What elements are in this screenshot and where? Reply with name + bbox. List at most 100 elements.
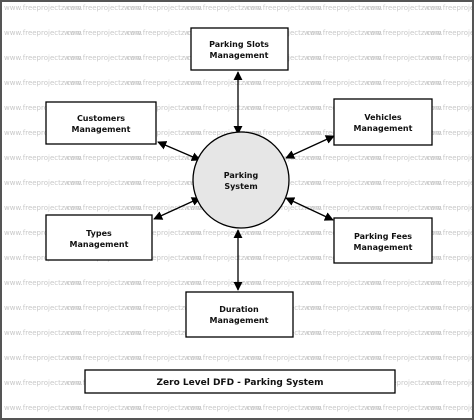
watermark-text: www.freeprojectz.com xyxy=(424,154,472,162)
watermark-text: www.freeprojectz.com xyxy=(124,179,202,187)
watermark-text: www.freeprojectz.com xyxy=(64,154,142,162)
watermark-text: www.freeprojectz.com xyxy=(364,354,442,362)
watermark-text: www.freeprojectz.com xyxy=(64,79,142,87)
watermark-text: www.freeprojectz.com xyxy=(64,29,142,37)
watermark-text: www.freeprojectz.com xyxy=(124,329,202,337)
watermark-text: www.freeprojectz.com xyxy=(304,179,382,187)
watermark-text: www.freeprojectz.com xyxy=(424,404,472,412)
watermark-text: www.freeprojectz.com xyxy=(64,354,142,362)
entity-label-line-1: Customers xyxy=(77,114,125,123)
watermark-text: www.freeprojectz.com xyxy=(424,254,472,262)
entity-types: Types Management xyxy=(45,214,153,261)
watermark-text: www.freeprojectz.com xyxy=(64,4,142,12)
watermark-text: www.freeprojectz.com xyxy=(244,279,322,287)
watermark-text: www.freeprojectz.com xyxy=(304,204,382,212)
watermark-text: www.freeprojectz.com xyxy=(244,404,322,412)
watermark-text: www.freeprojectz.com xyxy=(424,229,472,237)
watermark-text: www.freeprojectz.com xyxy=(424,329,472,337)
watermark-text: www.freeprojectz.com xyxy=(304,329,382,337)
watermark-text: www.freeprojectz.com xyxy=(364,79,442,87)
entity-parking-slots: Parking Slots Management xyxy=(190,27,289,71)
watermark-text: www.freeprojectz.com xyxy=(244,229,322,237)
watermark-text: www.freeprojectz.com xyxy=(184,404,262,412)
watermark-text: www.freeprojectz.com xyxy=(124,4,202,12)
watermark-text: www.freeprojectz.com xyxy=(4,229,82,237)
watermark-text: www.freeprojectz.com xyxy=(124,104,202,112)
watermark-text: www.freeprojectz.com xyxy=(424,4,472,12)
watermark-text: www.freeprojectz.com xyxy=(64,279,142,287)
watermark-text: www.freeprojectz.com xyxy=(4,104,82,112)
watermark-text: www.freeprojectz.com xyxy=(304,304,382,312)
entity-customers: Customers Management xyxy=(45,101,157,145)
watermark-text: www.freeprojectz.com xyxy=(364,179,442,187)
watermark-text: www.freeprojectz.com xyxy=(184,4,262,12)
watermark-text: www.freeprojectz.com xyxy=(364,54,442,62)
watermark-text: www.freeprojectz.com xyxy=(4,354,82,362)
watermark-text: www.freeprojectz.com xyxy=(184,104,262,112)
watermark-text: www.freeprojectz.com xyxy=(184,354,262,362)
caption-label: Zero Level DFD - Parking System xyxy=(157,378,324,388)
entity-box xyxy=(190,27,289,71)
watermark-text: www.freeprojectz.com xyxy=(424,79,472,87)
watermark-text: www.freeprojectz.com xyxy=(424,29,472,37)
watermark-text: www.freeprojectz.com xyxy=(304,29,382,37)
watermark-text: www.freeprojectz.com xyxy=(124,29,202,37)
watermark-text: www.freeprojectz.com xyxy=(364,304,442,312)
entity-label-line-1: Parking Slots xyxy=(209,40,269,49)
flow-customers xyxy=(157,141,201,161)
watermark-text: www.freeprojectz.com xyxy=(4,204,82,212)
watermark-text: www.freeprojectz.com xyxy=(124,354,202,362)
watermark-text: www.freeprojectz.com xyxy=(364,204,442,212)
watermark-text: www.freeprojectz.com xyxy=(64,304,142,312)
entity-box xyxy=(333,217,433,264)
entity-label-line-2: Management xyxy=(210,51,269,60)
watermark-text: www.freeprojectz.com xyxy=(4,304,82,312)
watermark-text: www.freeprojectz.com xyxy=(124,279,202,287)
watermark-text: www.freeprojectz.com xyxy=(4,79,82,87)
caption-box xyxy=(84,369,396,394)
watermark-text: www.freeprojectz.com xyxy=(4,154,82,162)
flow-types xyxy=(153,197,201,220)
watermark-text: www.freeprojectz.com xyxy=(4,129,82,137)
watermark-text: www.freeprojectz.com xyxy=(304,404,382,412)
watermark-text: www.freeprojectz.com xyxy=(364,404,442,412)
entity-label-line-2: Management xyxy=(210,316,269,325)
watermark-text: www.freeprojectz.com xyxy=(424,54,472,62)
watermark-text: www.freeprojectz.com xyxy=(4,29,82,37)
watermark-text: www.freeprojectz.com xyxy=(424,304,472,312)
entity-label-line-2: Management xyxy=(354,243,413,252)
watermark-text: www.freeprojectz.com xyxy=(64,404,142,412)
watermark-text: www.freeprojectz.com xyxy=(364,329,442,337)
flow-vehicles xyxy=(285,135,335,159)
entity-parking-fees: Parking Fees Management xyxy=(333,217,433,264)
watermark-text: www.freeprojectz.com xyxy=(244,104,322,112)
watermark-text: www.freeprojectz.com xyxy=(244,204,322,212)
entity-label-line-1: Vehicles xyxy=(364,113,402,122)
watermark-text: www.freeprojectz.com xyxy=(304,154,382,162)
entity-label-line-1: Types xyxy=(86,229,112,238)
watermark-text: www.freeprojectz.com xyxy=(424,279,472,287)
entity-label-line-2: Management xyxy=(72,125,131,134)
entity-vehicles: Vehicles Management xyxy=(333,98,433,146)
watermark-text: www.freeprojectz.com xyxy=(124,54,202,62)
process-label-line-2: System xyxy=(224,182,257,191)
watermark-text: www.freeprojectz.com xyxy=(364,29,442,37)
watermark-text: www.freeprojectz.com xyxy=(304,79,382,87)
watermark-text: www.freeprojectz.com xyxy=(4,404,82,412)
watermark-text: www.freeprojectz.com xyxy=(364,279,442,287)
watermark-text: www.freeprojectz.com xyxy=(424,379,472,387)
watermark-text: www.freeprojectz.com xyxy=(184,229,262,237)
watermark-text: www.freeprojectz.com xyxy=(184,254,262,262)
watermark-text: www.freeprojectz.com xyxy=(424,204,472,212)
watermark-text: www.freeprojectz.com xyxy=(184,279,262,287)
watermark-text: www.freeprojectz.com xyxy=(64,179,142,187)
watermark-text: www.freeprojectz.com xyxy=(4,54,82,62)
watermark-text: www.freeprojectz.com xyxy=(424,354,472,362)
watermark-text: www.freeprojectz.com xyxy=(124,404,202,412)
watermark-text: www.freeprojectz.com xyxy=(124,304,202,312)
watermark-text: www.freeprojectz.com xyxy=(304,354,382,362)
entity-box xyxy=(45,101,157,145)
watermark-text: www.freeprojectz.com xyxy=(4,4,82,12)
